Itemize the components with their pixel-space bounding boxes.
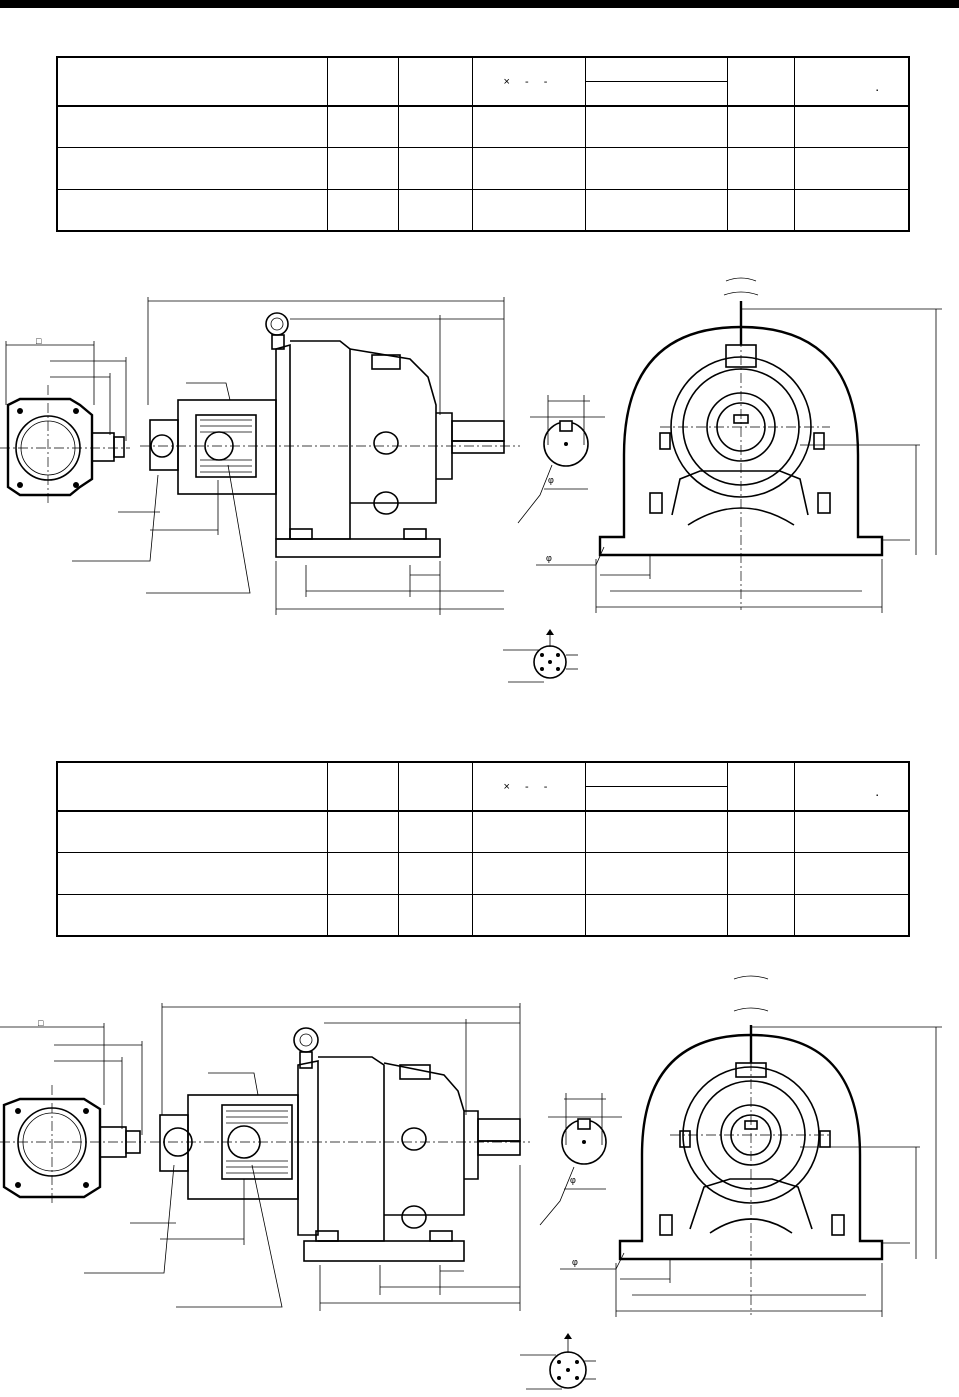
table-cell — [793, 894, 910, 937]
spec-table-2: × - - . — [56, 761, 910, 937]
header-cell — [397, 56, 473, 108]
cross-symbol: × — [503, 75, 516, 88]
table-cell — [326, 146, 399, 191]
header-cell — [56, 56, 328, 108]
table-cell — [56, 105, 328, 149]
table-cell — [397, 894, 473, 937]
header-cell — [397, 761, 473, 813]
motor-fins — [200, 419, 252, 473]
mounting-position-symbol — [503, 629, 578, 683]
header-cell: × - - — [471, 56, 586, 108]
table-cell — [397, 810, 473, 854]
motor-end-view: □ — [0, 1018, 146, 1205]
gearmotor-front-view: φ — [536, 277, 942, 613]
header-cell — [584, 785, 728, 813]
table-row — [56, 810, 910, 854]
table-cell — [397, 189, 473, 232]
table-row — [56, 105, 910, 149]
table-cell — [584, 810, 728, 854]
dash-symbol: - — [543, 780, 554, 793]
table-cell — [56, 146, 328, 191]
table-cell — [584, 894, 728, 937]
gearmotor-drawing-2: □ — [0, 975, 942, 1390]
table-cell — [726, 810, 795, 854]
table-cell — [326, 189, 399, 232]
header-cell — [584, 56, 728, 82]
table-row — [56, 851, 910, 896]
table-cell — [726, 105, 795, 149]
spec-table-1: × - - . — [56, 56, 910, 232]
table-cell — [726, 189, 795, 232]
table-cell — [726, 146, 795, 191]
header-cell — [326, 761, 399, 813]
table-cell — [56, 894, 328, 937]
table-cell — [326, 105, 399, 149]
table-cell — [397, 105, 473, 149]
dot-symbol: . — [875, 782, 880, 799]
dot-symbol: . — [875, 77, 880, 94]
header-cell — [726, 761, 795, 813]
header-cell: × - - — [471, 761, 586, 813]
dash-symbol: - — [525, 780, 535, 793]
table-cell — [397, 146, 473, 191]
phi-symbol: φ — [570, 1175, 576, 1185]
table-row — [56, 189, 910, 232]
table-cell — [793, 105, 910, 149]
gearmotor-drawing-1: □ — [0, 277, 942, 683]
table-cell — [471, 894, 586, 937]
header-cell — [584, 761, 728, 787]
table-cell — [584, 189, 728, 232]
table-cell — [471, 189, 586, 232]
table-row — [56, 146, 910, 191]
table-cell — [471, 851, 586, 896]
top-rule — [0, 0, 959, 8]
table-cell — [326, 851, 399, 896]
table-cell — [793, 810, 910, 854]
table-cell — [471, 810, 586, 854]
table-cell — [793, 189, 910, 232]
square-symbol: □ — [36, 336, 42, 346]
gearmotor-side-view — [84, 1003, 530, 1311]
header-cell — [584, 80, 728, 108]
table-cell — [584, 105, 728, 149]
table-cell — [584, 146, 728, 191]
table-cell — [397, 851, 473, 896]
table-cell — [56, 810, 328, 854]
dash-symbol: - — [543, 75, 554, 88]
square-symbol: □ — [38, 1018, 44, 1028]
table-cell — [326, 810, 399, 854]
header-cell — [56, 761, 328, 813]
table-cell — [471, 146, 586, 191]
table-cell — [471, 105, 586, 149]
header-cell — [726, 56, 795, 108]
table-cell — [726, 851, 795, 896]
table-cell — [326, 894, 399, 937]
table-cell — [793, 851, 910, 896]
cross-symbol: × — [503, 780, 516, 793]
phi-symbol: φ — [572, 1257, 578, 1267]
table-row — [56, 894, 910, 937]
phi-symbol: φ — [546, 553, 552, 563]
table-cell — [584, 851, 728, 896]
dash-symbol: - — [525, 75, 535, 88]
header-cell: . — [793, 761, 910, 813]
motor-end-view: □ — [0, 336, 130, 505]
header-cell: . — [793, 56, 910, 108]
gearmotor-front-view: φ — [560, 975, 942, 1317]
table-cell — [726, 894, 795, 937]
shaft-key-detail: φ — [517, 395, 605, 524]
motor-fins — [226, 1110, 288, 1174]
table-cell — [56, 189, 328, 232]
header-cell — [326, 56, 399, 108]
mounting-position-symbol — [520, 1333, 596, 1390]
phi-symbol: φ — [548, 475, 554, 485]
table-cell — [56, 851, 328, 896]
shaft-key-detail: φ — [539, 1093, 622, 1226]
table-cell — [793, 146, 910, 191]
gearmotor-side-view — [72, 297, 520, 615]
